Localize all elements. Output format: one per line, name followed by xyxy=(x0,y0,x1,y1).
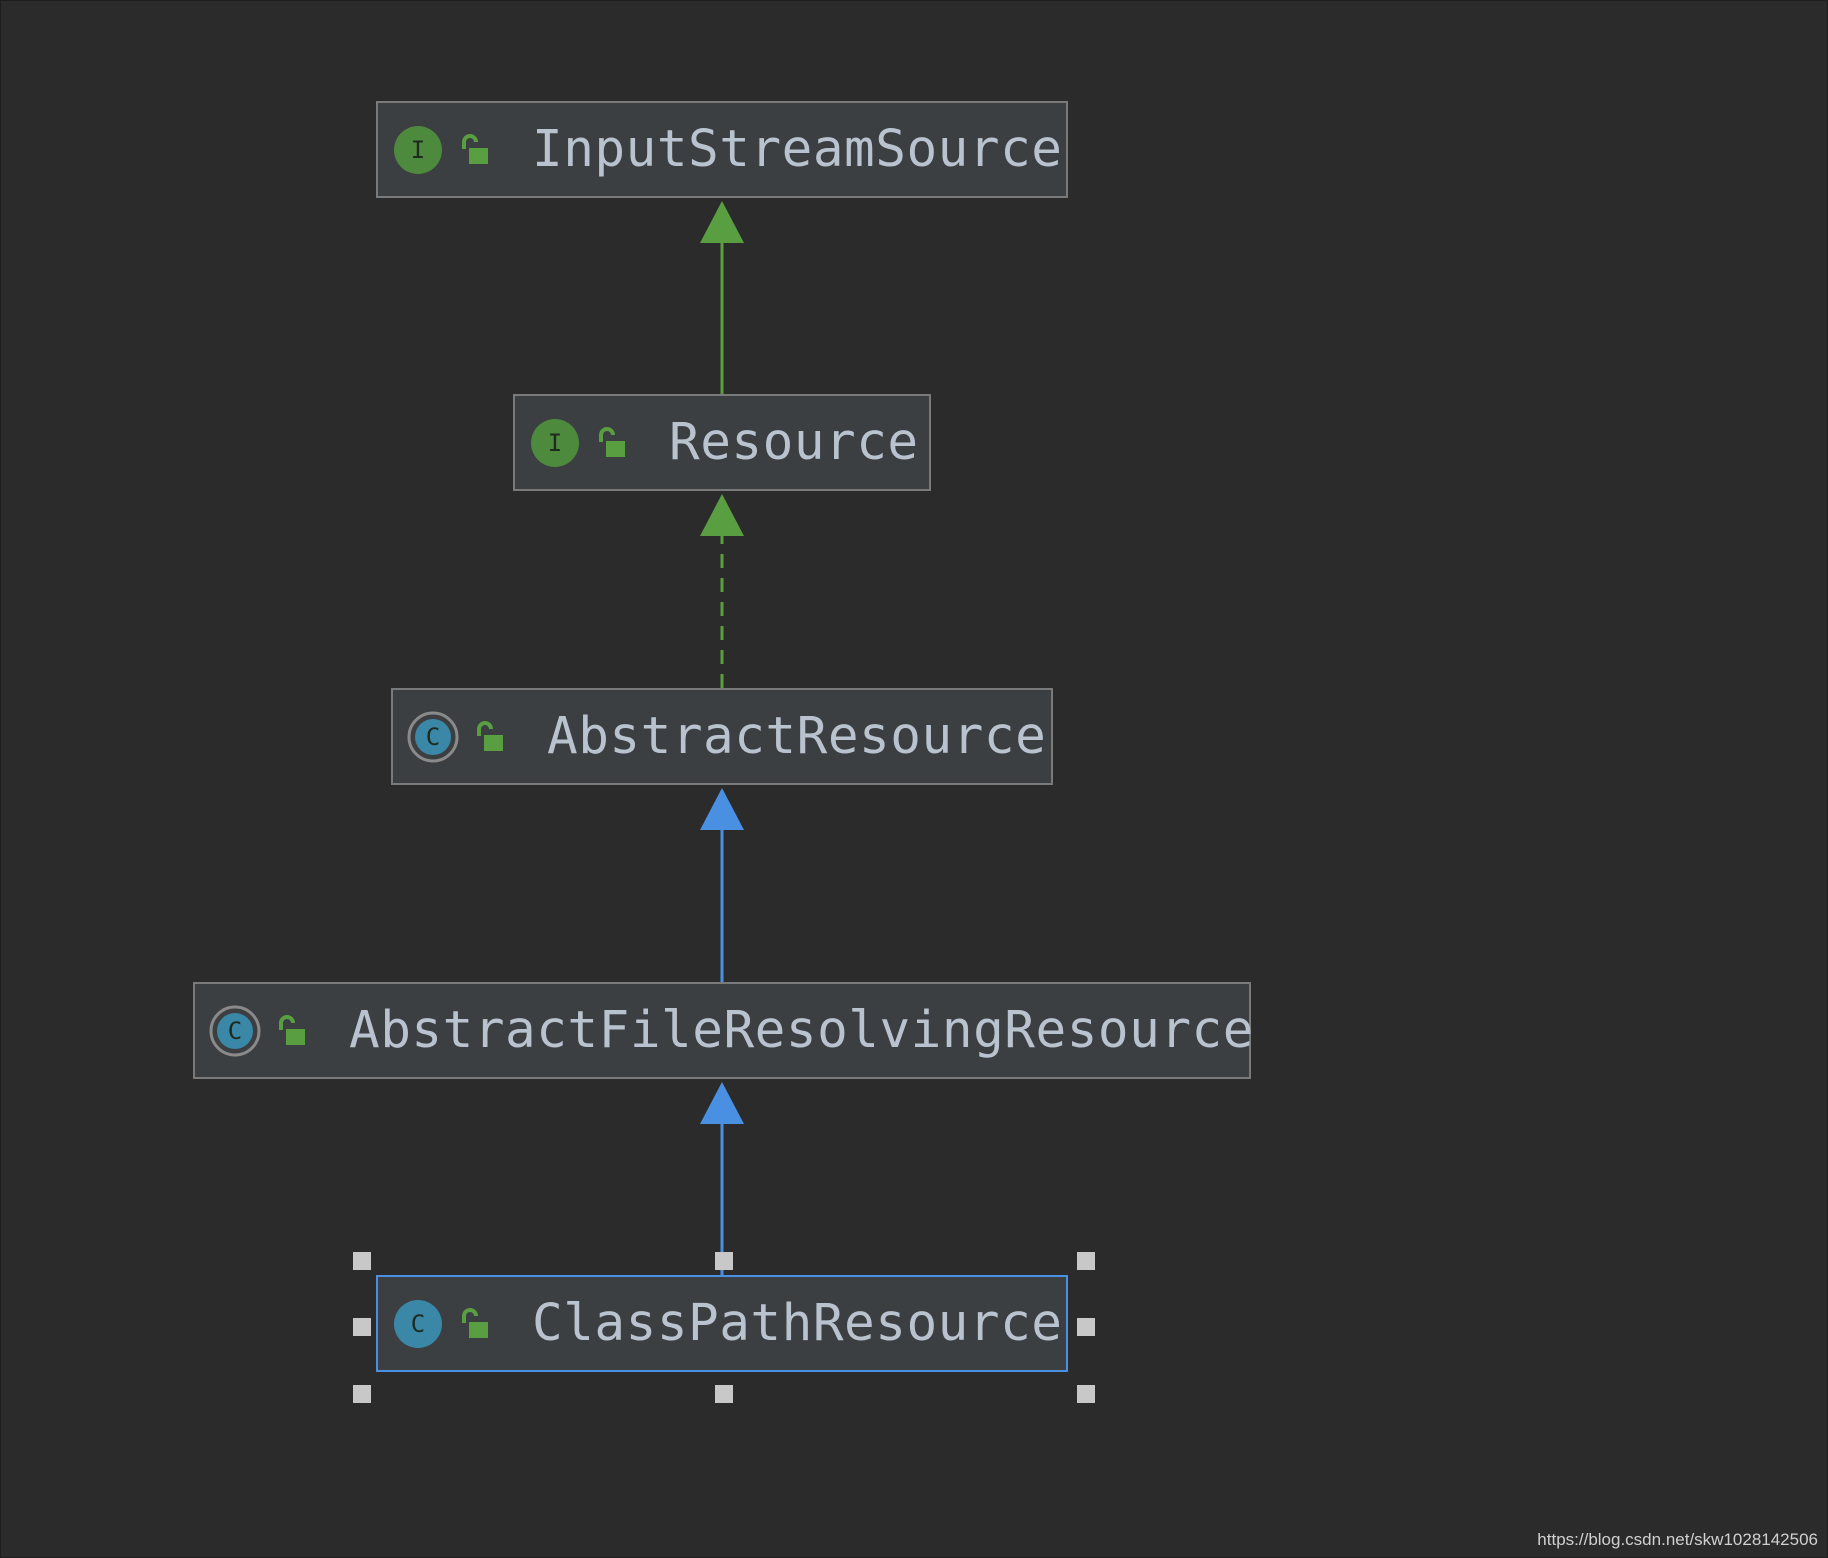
unlock-icon xyxy=(595,426,627,460)
node-label: AbstractResource xyxy=(547,707,1047,766)
unlock-icon xyxy=(458,133,490,167)
interface-icon: I xyxy=(529,417,581,469)
resize-handle-top-center[interactable] xyxy=(715,1252,733,1270)
edge-extends xyxy=(700,1082,744,1275)
resize-handle-bottom-right[interactable] xyxy=(1077,1385,1095,1403)
svg-text:I: I xyxy=(548,429,562,457)
resize-handle-top-left[interactable] xyxy=(353,1252,371,1270)
abstract-class-icon: C xyxy=(209,1005,261,1057)
arrow-head xyxy=(700,1082,744,1124)
unlock-icon xyxy=(275,1014,307,1048)
arrow-head xyxy=(700,494,744,536)
node-abstractresource[interactable]: C AbstractResource xyxy=(391,688,1053,785)
resize-handle-top-right[interactable] xyxy=(1077,1252,1095,1270)
node-classpathresource[interactable]: C ClassPathResource xyxy=(376,1275,1068,1372)
edge-extends-interface xyxy=(700,201,744,394)
node-resource[interactable]: I Resource xyxy=(513,394,931,491)
class-icon: C xyxy=(392,1298,444,1350)
edge-implements xyxy=(700,494,744,688)
unlock-icon xyxy=(473,720,505,754)
resize-handle-middle-left[interactable] xyxy=(353,1318,371,1336)
svg-text:I: I xyxy=(411,136,425,164)
arrow-head xyxy=(700,788,744,830)
node-label: AbstractFileResolvingResource xyxy=(349,1001,1254,1060)
node-label: Resource xyxy=(669,413,919,472)
abstract-class-icon: C xyxy=(407,711,459,763)
svg-text:C: C xyxy=(411,1310,425,1338)
svg-text:C: C xyxy=(426,723,440,751)
resize-handle-bottom-left[interactable] xyxy=(353,1385,371,1403)
node-abstractfileresolvingresource[interactable]: C AbstractFileResolvingResource xyxy=(193,982,1254,1079)
node-label: InputStreamSource xyxy=(532,120,1063,179)
watermark: https://blog.csdn.net/skw1028142506 xyxy=(1537,1530,1818,1549)
resize-handle-middle-right[interactable] xyxy=(1077,1318,1095,1336)
unlock-icon xyxy=(458,1307,490,1341)
node-label: ClassPathResource xyxy=(532,1294,1063,1353)
resize-handle-bottom-center[interactable] xyxy=(715,1385,733,1403)
interface-icon: I xyxy=(392,124,444,176)
edge-extends xyxy=(700,788,744,982)
arrow-head xyxy=(700,201,744,243)
node-inputstreamsource[interactable]: I InputStreamSource xyxy=(376,101,1068,198)
svg-text:C: C xyxy=(228,1017,242,1045)
